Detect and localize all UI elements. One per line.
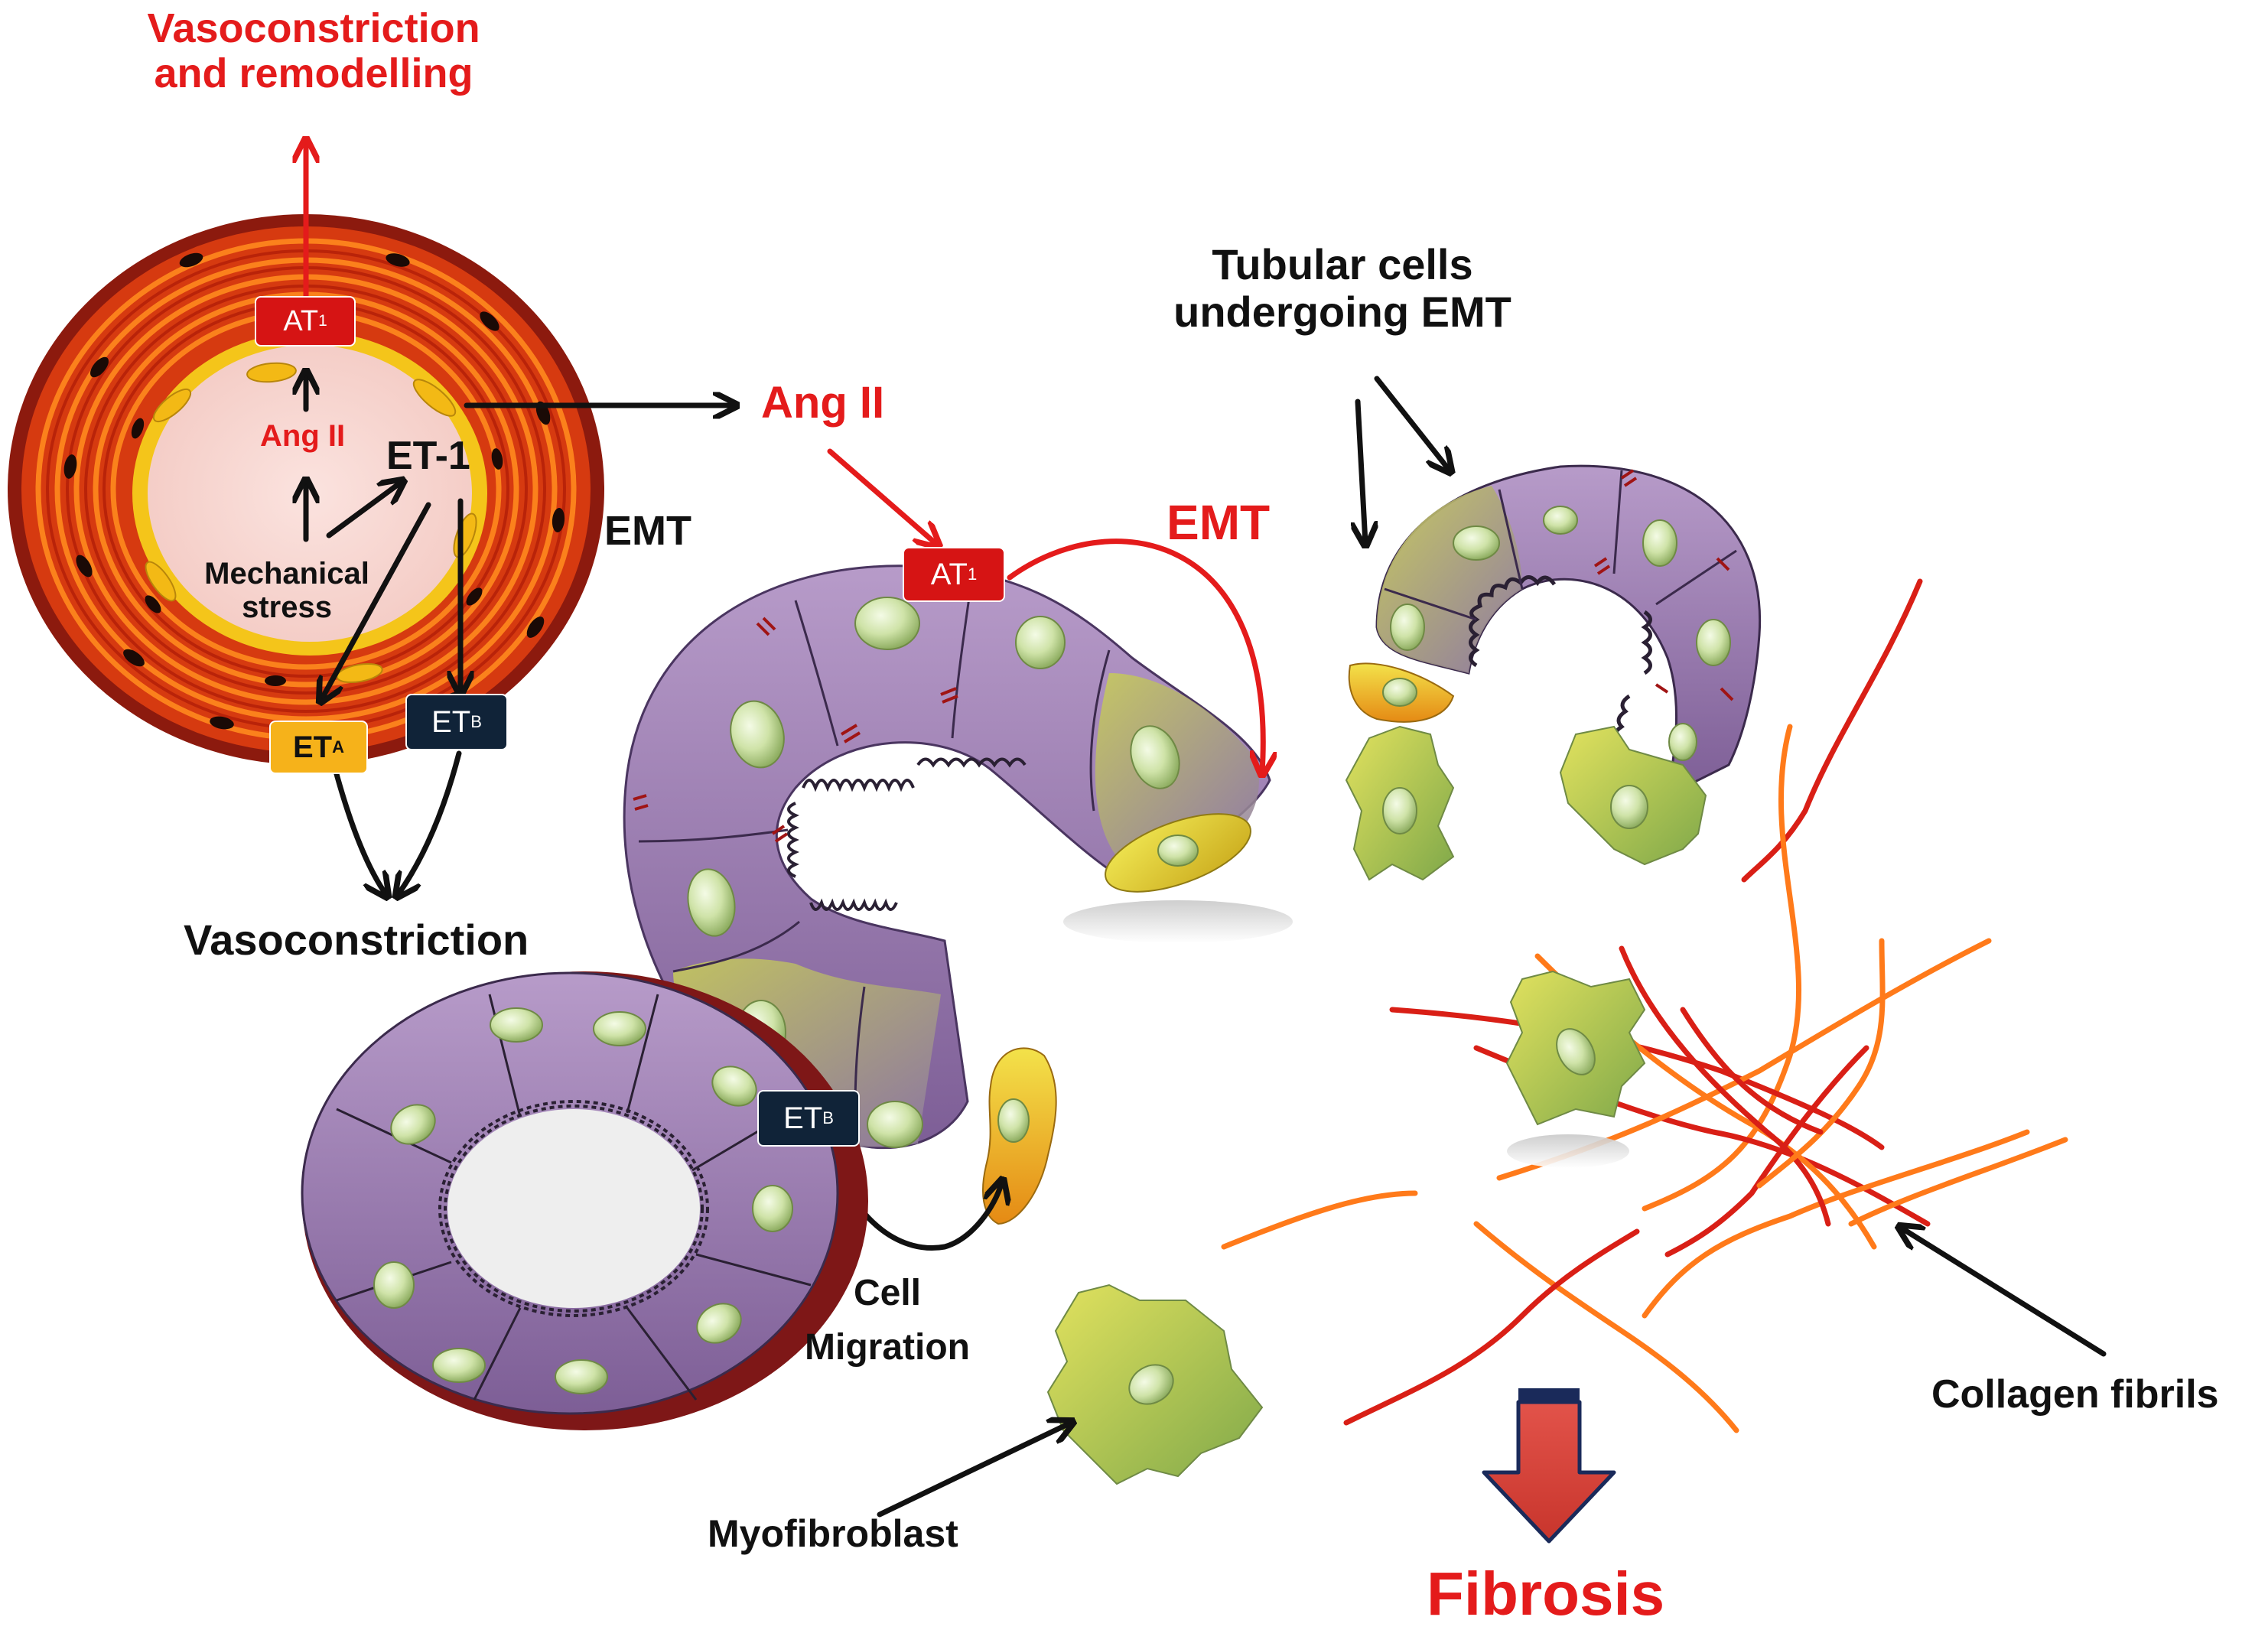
etb-vessel-base: ET (431, 704, 471, 739)
vasoconstriction-remodelling-line2: and remodelling (154, 50, 473, 97)
at1-vessel-base: AT (283, 304, 319, 337)
arrow-to-collagen (1901, 1228, 2107, 1357)
vessel-arrows (306, 142, 734, 895)
vessel-cross-section-icon (8, 214, 604, 765)
vasoconstriction-label: Vasoconstriction (184, 916, 529, 964)
mechanical-stress-line1: Mechanical (204, 557, 369, 591)
eta-sub: A (332, 737, 344, 756)
vasoconstriction-remodelling-label: Vasoconstriction and remodelling (107, 5, 520, 97)
arrow-tubular-to-left (1358, 399, 1365, 543)
cell-migration-line2: Migration (805, 1326, 970, 1368)
tubule-cross-section-icon (301, 971, 868, 1430)
fibroblast-in-collagen-icon (1505, 970, 1646, 1168)
at1-tubule-sub: 1 (967, 564, 978, 584)
eta-base: ET (292, 730, 333, 764)
cell-migration-label: Cell Migration (773, 1273, 1002, 1368)
arrow-stress-to-et1 (326, 482, 402, 538)
etb-tubule-base: ET (783, 1101, 823, 1135)
emt-tubule-icon (1345, 376, 1762, 881)
etb-vessel-sub: B (470, 712, 482, 731)
down-arrow-icon (1482, 1388, 1616, 1544)
vasoconstriction-remodelling-line1: Vasoconstriction (147, 5, 480, 51)
collagen-fibrils-icon (1221, 578, 2068, 1433)
arrow-emt-curve (1007, 538, 1263, 773)
ang-ii-vessel-label: Ang II (260, 419, 346, 453)
et1-label: ET-1 (386, 434, 470, 478)
ang-ii-main-label: Ang II (761, 378, 885, 428)
etb-tubule-sub: B (822, 1108, 834, 1127)
arrow-etb-to-vasoconstriction (398, 750, 462, 895)
at1-vessel-sub: 1 (318, 312, 327, 330)
cell-migration-line1: Cell (853, 1273, 922, 1313)
myofibroblast-label: Myofibroblast (708, 1512, 958, 1555)
tubular-cells-label: Tubular cells undergoing EMT (1124, 241, 1560, 335)
emt-vessel-label: EMT (604, 508, 691, 554)
tubular-cells-line2: undergoing EMT (1173, 287, 1511, 336)
arrow-angii-to-at1-tubule (827, 448, 937, 545)
mechanical-stress-label: Mechanical stress (184, 557, 390, 624)
myofibroblast-cell-icon (877, 1283, 1264, 1518)
arrow-to-myofibroblast (877, 1423, 1071, 1518)
arrow-et1-to-eta (321, 502, 431, 700)
emt-tubule-label: EMT (1167, 495, 1271, 550)
at1-tubule-base: AT (930, 557, 968, 591)
tubular-cells-line1: Tubular cells (1212, 240, 1473, 288)
fibrosis-label: Fibrosis (1427, 1560, 1665, 1628)
mechanical-stress-line2: stress (242, 591, 332, 624)
collagen-fibrils-label: Collagen fibrils (1931, 1372, 2219, 1417)
arrow-tubular-to-right (1374, 376, 1450, 470)
arrow-eta-to-vasoconstriction (334, 771, 386, 895)
